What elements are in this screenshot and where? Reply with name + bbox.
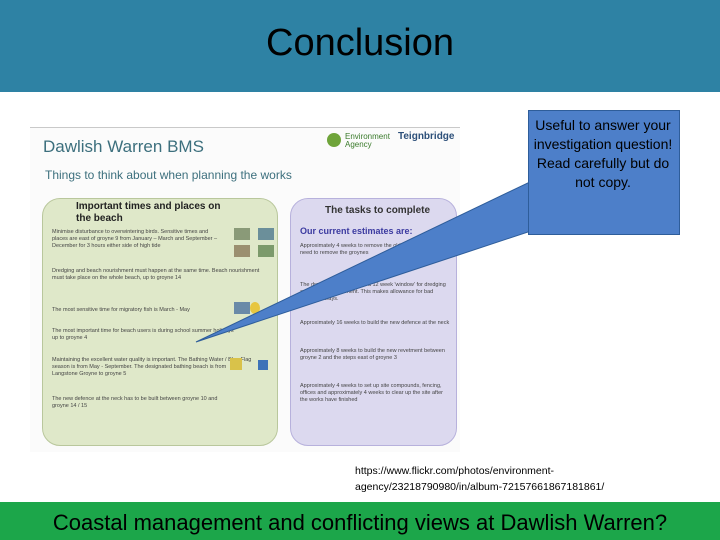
callout-box: [528, 110, 680, 235]
right-note: Approximately 8 weeks to build the new r…: [300, 348, 445, 361]
bird-photo-icon: [234, 245, 250, 257]
right-note: Approximately 4 weeks to set up site com…: [300, 383, 443, 403]
footer-bar: Coastal management and conflicting views…: [0, 502, 720, 540]
right-panel-heading: The tasks to complete: [325, 205, 431, 216]
left-note: The new defence at the neck has to be bu…: [52, 396, 218, 409]
environment-agency-logo-icon: [327, 133, 341, 147]
blue-flag-icon: [230, 358, 242, 370]
document-title: Dawlish Warren BMS: [43, 137, 204, 156]
left-note: The most important time for beach users …: [52, 328, 234, 341]
bathing-water-icon: [258, 360, 268, 370]
footer-question: Coastal management and conflicting views…: [52, 510, 668, 535]
bird-photo-icon: [234, 228, 250, 240]
left-note: Maintaining the excellent water quality …: [52, 357, 252, 377]
bird-photo-icon: [258, 228, 274, 240]
title-bar: Conclusion: [0, 0, 720, 92]
right-note: Approximately 4 weeks to remove the old …: [300, 243, 447, 256]
teignbridge-logo: Teignbridge: [398, 131, 455, 142]
left-panel-heading: Important times and places on the beach: [76, 201, 221, 224]
bird-photo-icon: [258, 245, 274, 257]
image-credit-link[interactable]: https://www.flickr.com/photos/environmen…: [355, 465, 605, 493]
callout-text: Useful to answer your investigation ques…: [533, 117, 673, 190]
sun-icon: [250, 302, 260, 314]
environment-agency-label: Environment Agency: [345, 132, 390, 149]
estimates-heading: Our current estimates are:: [300, 226, 413, 236]
slide-title: Conclusion: [266, 22, 454, 64]
right-note: Approximately 16 weeks to build the new …: [300, 320, 450, 326]
fish-photo-icon: [234, 302, 250, 314]
left-note: Minimise disturbance to overwintering bi…: [52, 229, 218, 249]
document-subtitle: Things to think about when planning the …: [45, 168, 292, 182]
document-top-border: [30, 127, 460, 128]
left-note: The most sensitive time for migratory fi…: [52, 307, 190, 313]
left-note: Dredging and beach nourishment must happ…: [52, 268, 260, 281]
